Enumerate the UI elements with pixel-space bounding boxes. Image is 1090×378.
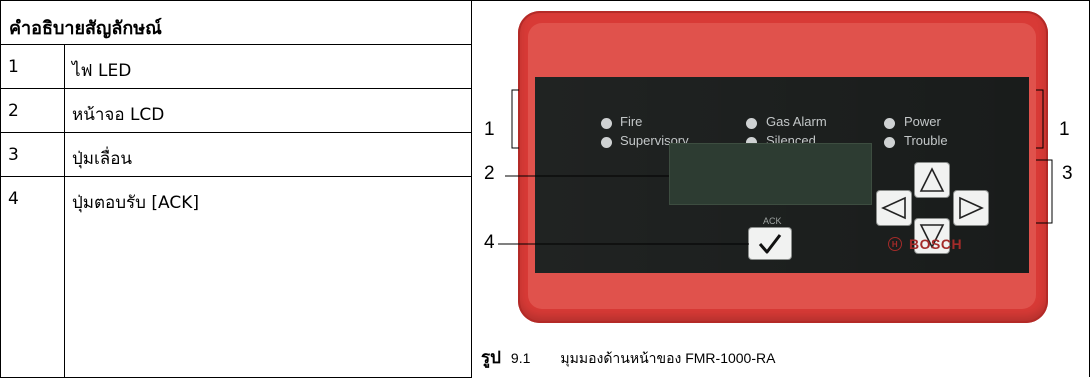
nav-down-button[interactable] [915, 219, 949, 253]
legend-header-row: คำอธิบายสัญลักษณ์ [0, 0, 472, 45]
legend-table: คำอธิบายสัญลักษณ์ 1 ไฟ LED 2 หน้าจอ LCD … [0, 0, 472, 378]
bosch-emblem-icon: H [888, 237, 902, 251]
led-supervisory [601, 137, 612, 148]
led-label: Power [904, 114, 941, 129]
arrow-right-icon [959, 196, 984, 220]
caption-number: 9.1 [510, 350, 531, 366]
callout-ack: 4 [484, 232, 495, 253]
legend-number: 3 [0, 132, 65, 177]
nav-up-button[interactable] [915, 163, 949, 197]
table-row: 2 หน้าจอ LCD [0, 88, 472, 133]
caption-prefix: รูป [481, 348, 501, 367]
led-label: Trouble [904, 133, 948, 148]
figure-caption: รูป 9.1 มุมมองด้านหน้าของ FMR-1000-RA [481, 344, 775, 371]
lcd-display [669, 143, 872, 205]
callout-nav: 3 [1062, 163, 1073, 184]
legend-label: หน้าจอ LCD [64, 88, 472, 133]
led-power [884, 118, 895, 129]
legend-label: ปุ่มตอบรับ [ACK] [64, 176, 472, 378]
led-label: Gas Alarm [766, 114, 827, 129]
callout-led-right: 1 [1059, 119, 1070, 140]
nav-right-button[interactable] [954, 191, 988, 225]
led-trouble [884, 137, 895, 148]
table-row: 4 ปุ่มตอบรับ [ACK] [0, 176, 472, 378]
ack-button[interactable] [749, 228, 791, 259]
arrow-down-icon [919, 224, 945, 249]
legend-number: 1 [0, 44, 65, 89]
brand-text: BOSCH [909, 236, 963, 252]
legend-label: ไฟ LED [64, 44, 472, 89]
caption-text: มุมมองด้านหน้าของ FMR-1000-RA [560, 350, 776, 366]
table-row: 3 ปุ่มเลื่อน [0, 132, 472, 177]
ack-label: ACK [763, 216, 782, 226]
legend-title: คำอธิบายสัญลักษณ์ [0, 0, 472, 45]
callout-led-left: 1 [484, 119, 495, 140]
table-row: 1 ไฟ LED [0, 44, 472, 89]
legend-label: ปุ่มเลื่อน [64, 132, 472, 177]
led-fire [601, 118, 612, 129]
led-label: Fire [620, 114, 643, 129]
checkmark-icon [758, 234, 782, 254]
callout-lcd: 2 [484, 163, 495, 184]
led-silenced [746, 137, 757, 148]
led-gas-alarm [746, 118, 757, 129]
brand-logo: H BOSCH [888, 236, 962, 252]
arrow-left-icon [881, 196, 906, 220]
arrow-up-icon [919, 167, 945, 192]
nav-left-button[interactable] [877, 191, 911, 225]
